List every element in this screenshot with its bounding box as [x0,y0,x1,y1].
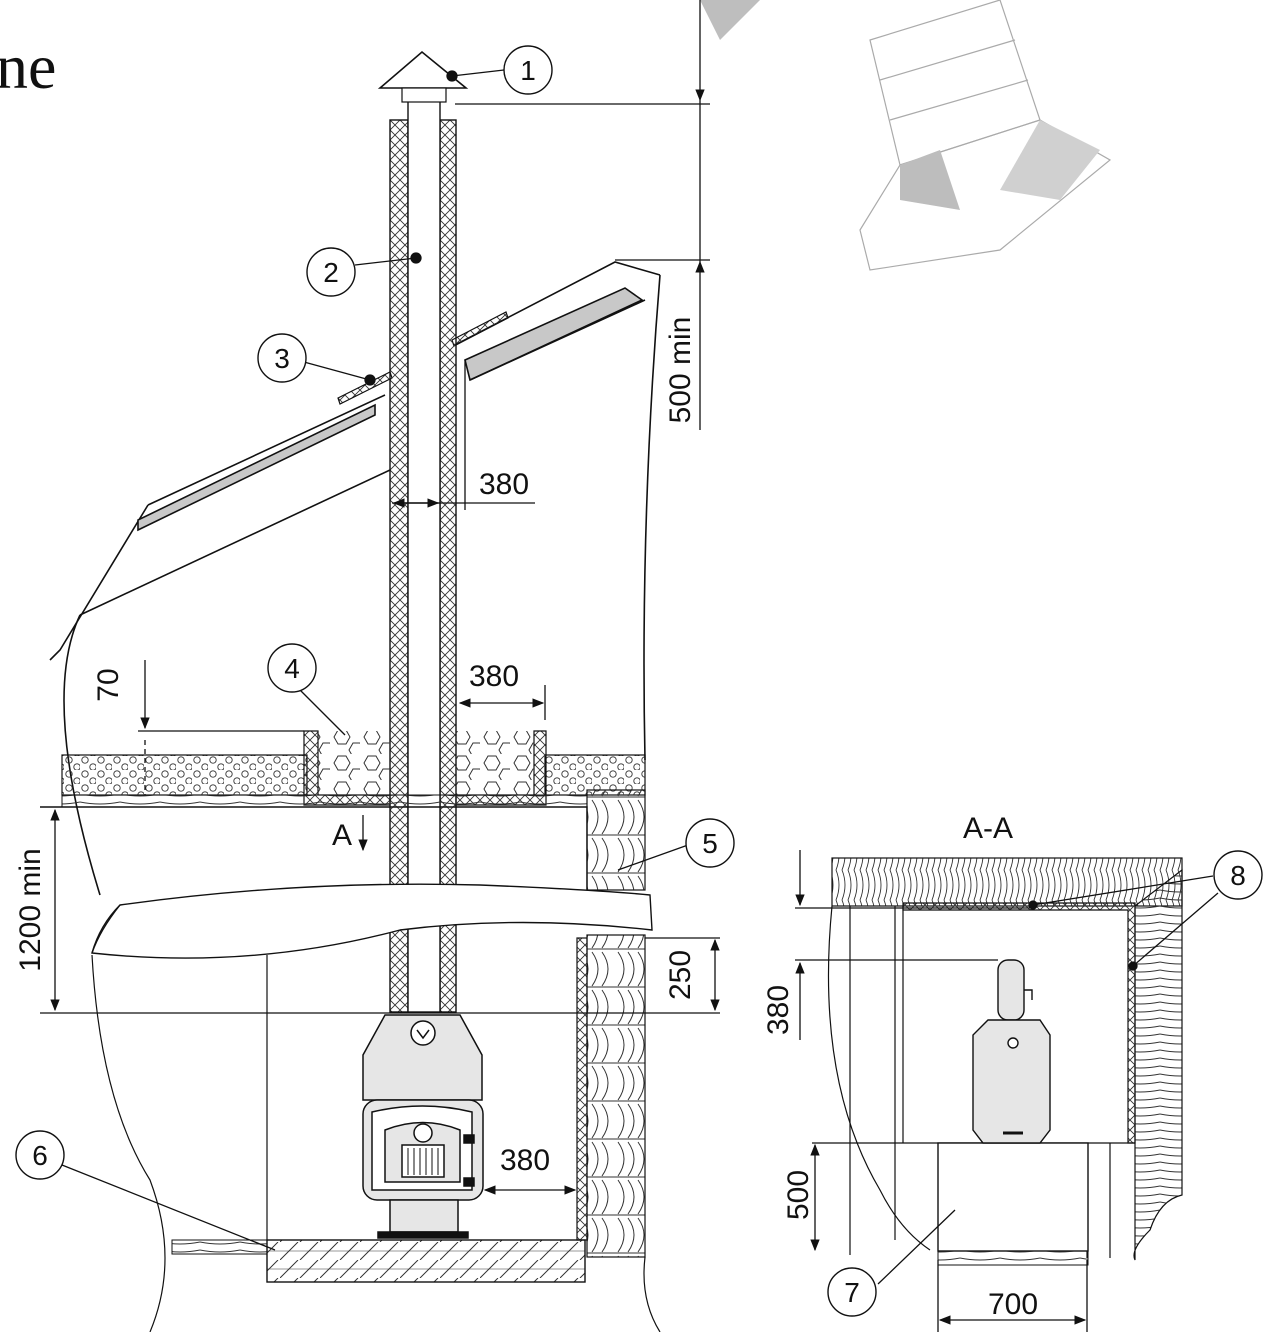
dim-380-plan: 380 [762,985,795,1035]
leader-lines [61,69,1219,1285]
plan-stove [972,959,1051,1144]
svg-text:8: 8 [1230,860,1246,891]
floor-boards [171,1239,268,1255]
room-outline [40,954,720,1332]
dim-1200-min: 1200 min [14,848,47,971]
break-band [91,883,653,959]
svg-text:5: 5 [702,828,718,859]
dim-500-plan: 500 [782,1170,815,1220]
svg-text:6: 6 [32,1140,48,1171]
dim-500-min: 500 min [664,317,697,424]
callout-2: 2 [306,247,356,297]
decorative-cap-sketch [700,0,1112,271]
stove [362,1014,484,1239]
dim-70: 70 [92,668,125,701]
svg-text:2: 2 [323,257,339,288]
svg-text:3: 3 [274,343,290,374]
cut-marker: A [332,819,352,852]
callout-3: 3 [257,333,307,383]
callout-7: 7 [827,1267,877,1317]
chimney-pipe [377,50,469,1013]
svg-text:1: 1 [520,55,536,86]
roof [49,261,661,896]
dim-700: 700 [988,1288,1038,1321]
section-plan-view [795,850,1183,1332]
ceiling-insulation [40,730,646,890]
chimney-cap [377,50,469,89]
svg-text:7: 7 [844,1277,860,1308]
section-label: A-A [963,812,1013,845]
dim-380-side: 380 [500,1144,550,1177]
callout-4: 4 [267,643,317,693]
stove-base [266,1239,586,1283]
callout-1: 1 [503,45,553,95]
dim-380-ceiling: 380 [469,660,519,693]
svg-text:4: 4 [284,653,300,684]
plan-stove-base [937,1142,1089,1252]
callout-5: 5 [685,818,735,868]
log-wall [576,789,646,1258]
dim-380-roof: 380 [479,468,529,501]
dimension-lines [50,0,720,1195]
heading-fragment: ne [0,31,56,102]
ceiling-box-filling-right [456,731,534,795]
dim-250: 250 [664,950,697,1000]
ceiling-box-filling-left [318,731,390,795]
callout-6: 6 [15,1130,65,1180]
callout-8: 8 [1213,850,1263,900]
